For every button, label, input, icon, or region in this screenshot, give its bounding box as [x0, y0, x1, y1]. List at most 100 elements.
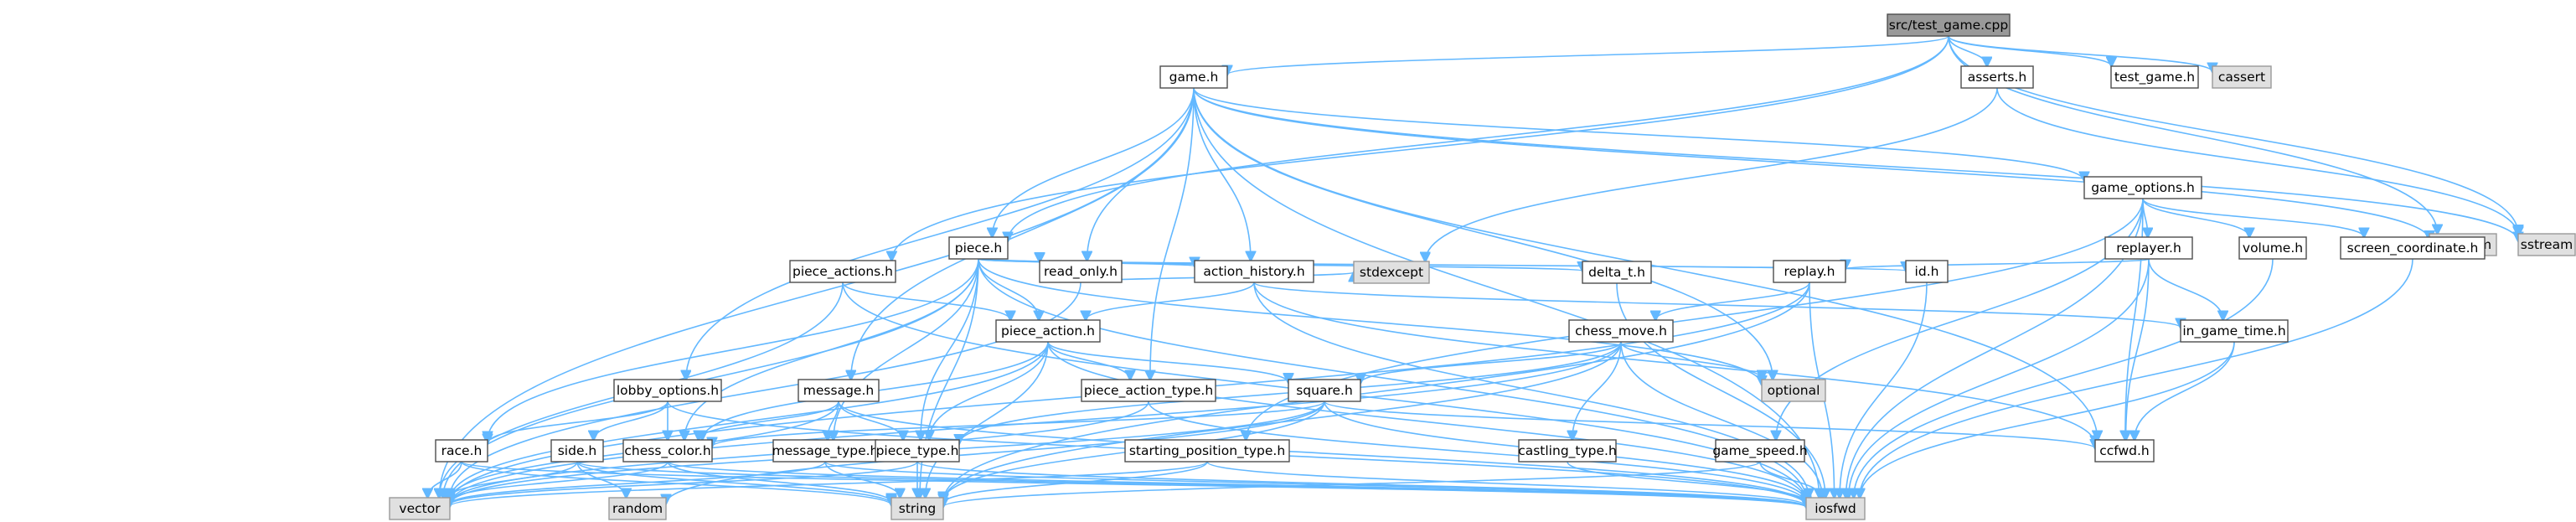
- node-volume-h[interactable]: volume.h: [2238, 236, 2307, 260]
- node-test-game-h[interactable]: test_game.h: [2110, 65, 2199, 89]
- node-box: [1518, 439, 1617, 463]
- node-piece-action-type-h[interactable]: piece_action_type.h: [1081, 379, 1216, 402]
- node-box: [622, 439, 713, 463]
- edge-action_history_h-to-piece_action_h: [1086, 282, 1255, 320]
- node-box: [1887, 13, 2011, 37]
- edge-piece_type_h-to-vector: [450, 461, 918, 505]
- node-race-h[interactable]: race.h: [435, 439, 488, 463]
- node-box: [1081, 379, 1216, 402]
- edge-message_h-to-iosfwd: [838, 401, 1806, 505]
- edge-test_game_cpp-to-piece_h: [1008, 35, 1949, 241]
- node-in-game-time-h[interactable]: in_game_time.h: [2180, 319, 2289, 343]
- node-box: [550, 439, 604, 463]
- node-screen-coordinate-h[interactable]: screen_coordinate.h: [2340, 236, 2486, 260]
- node-label: starting_position_type.h: [1129, 443, 1285, 459]
- node-sstream: sstream: [2517, 233, 2576, 256]
- node-chess-move-h[interactable]: chess_move.h: [1568, 319, 1674, 343]
- edge-replay_h-to-chess_move_h: [1655, 282, 1810, 320]
- edge-piece_action_h-to-string: [926, 341, 1049, 498]
- node-label: optional: [1768, 383, 1820, 398]
- node-game-options-h[interactable]: game_options.h: [2083, 176, 2202, 199]
- node-label: read_only.h: [1044, 264, 1118, 280]
- edge-piece_h-to-optional: [978, 258, 1762, 385]
- node-game-h[interactable]: game.h: [1159, 65, 1228, 89]
- edge-game_h-to-piece_action_type_h: [1150, 87, 1195, 380]
- node-optional: optional: [1761, 379, 1826, 402]
- node-ccfwd-h[interactable]: ccfwd.h: [2094, 439, 2155, 463]
- node-label: piece_actions.h: [792, 264, 893, 280]
- node-asserts-h[interactable]: asserts.h: [1960, 65, 2034, 89]
- node-iosfwd: iosfwd: [1805, 497, 1866, 520]
- node-action-history-h[interactable]: action_history.h: [1194, 260, 1314, 283]
- node-box: [1288, 379, 1361, 402]
- node-box: [2094, 439, 2155, 463]
- edge-message_type_h-to-string: [824, 461, 900, 498]
- node-message-type-h[interactable]: message_type.h: [772, 439, 879, 463]
- node-lobby-options-h[interactable]: lobby_options.h: [613, 379, 722, 402]
- node-box: [435, 439, 488, 463]
- node-label: asserts.h: [1968, 70, 2026, 85]
- edge-chess_move_h-to-castling_type_h: [1572, 341, 1622, 440]
- edge-read_only_h-to-vector: [450, 282, 1082, 498]
- node-replay-h[interactable]: replay.h: [1773, 260, 1846, 283]
- node-label: square.h: [1296, 383, 1353, 398]
- node-label: replay.h: [1784, 264, 1835, 279]
- node-castling-type-h[interactable]: castling_type.h: [1518, 439, 1617, 463]
- edge-game_speed_h-to-iosfwd: [1759, 461, 1821, 498]
- edge-asserts_h-to-stdexcept: [1425, 87, 1998, 261]
- edge-piece_action_h-to-iosfwd: [1047, 341, 1806, 502]
- node-read-only-h[interactable]: read_only.h: [1039, 260, 1123, 283]
- edge-game_h-to-optional: [1193, 87, 1773, 380]
- node-square-h[interactable]: square.h: [1288, 379, 1361, 402]
- edge-test_game_cpp-to-test_game_h: [1948, 35, 2111, 66]
- edge-action_history_h-to-ccfwd_h: [1253, 282, 2095, 445]
- edge-piece_actions_h-to-piece_action_h: [842, 282, 1010, 320]
- node-piece-h[interactable]: piece.h: [948, 236, 1009, 260]
- node-piece-type-h[interactable]: piece_type.h: [875, 439, 960, 463]
- edge-lobby_options_h-to-race_h: [488, 401, 669, 443]
- node-stdexcept: stdexcept: [1353, 261, 1430, 284]
- node-message-h[interactable]: message.h: [798, 379, 880, 402]
- node-box: [789, 260, 896, 283]
- node-label: lobby_options.h: [617, 383, 719, 399]
- node-id-h[interactable]: id.h: [1905, 260, 1949, 283]
- edge-replayer_h-to-replay_h: [1846, 258, 2150, 269]
- edge-piece_h-to-piece_action_h: [978, 258, 1039, 320]
- node-label: castling_type.h: [1518, 443, 1617, 459]
- edge-side_h-to-random: [576, 461, 626, 498]
- node-box: [875, 439, 960, 463]
- node-box: [2238, 236, 2307, 260]
- edge-action_history_h-to-in_game_time_h: [1253, 282, 2181, 328]
- node-box: [389, 497, 451, 520]
- node-label: replayer.h: [2116, 240, 2181, 256]
- edge-test_game_cpp-to-piece_actions_h: [891, 35, 1949, 261]
- node-box: [1568, 319, 1674, 343]
- node-label: test_game.h: [2114, 70, 2195, 85]
- edge-replayer_h-to-iosfwd: [1849, 258, 2150, 498]
- node-piece-action-h[interactable]: piece_action.h: [995, 319, 1101, 343]
- edge-test_game_cpp-to-asserts_h: [1948, 35, 1987, 66]
- edge-asserts_h-to-sstream: [1996, 87, 2518, 236]
- node-box: [1039, 260, 1123, 283]
- node-game-speed-h[interactable]: game_speed.h: [1712, 439, 1808, 463]
- node-label: chess_color.h: [624, 443, 710, 459]
- node-box: [2110, 65, 2199, 89]
- node-label: src/test_game.cpp: [1889, 18, 2008, 34]
- node-test-game-cpp[interactable]: src/test_game.cpp: [1887, 13, 2011, 37]
- edge-game_h-to-vector: [439, 87, 1195, 498]
- node-label: screen_coordinate.h: [2347, 240, 2479, 256]
- node-piece-actions-h[interactable]: piece_actions.h: [789, 260, 896, 283]
- node-layer: src/test_game.cpp game.h asserts.h test_gam…: [389, 13, 2576, 520]
- node-starting-position-type-h[interactable]: starting_position_type.h: [1124, 439, 1290, 463]
- edge-game_h-to-iosfwd: [1193, 87, 1820, 498]
- edge-race_h-to-vector: [427, 461, 462, 498]
- edge-chess_color_h-to-vector: [450, 461, 669, 502]
- node-label: iosfwd: [1815, 501, 1856, 516]
- node-replayer-h[interactable]: replayer.h: [2104, 236, 2193, 260]
- node-chess-color-h[interactable]: chess_color.h: [622, 439, 713, 463]
- edge-game_h-to-action_history_h: [1193, 87, 1251, 261]
- node-delta-t-h[interactable]: delta_t.h: [1582, 261, 1652, 284]
- edge-message_h-to-chess_color_h: [699, 401, 839, 440]
- node-side-h[interactable]: side.h: [550, 439, 604, 463]
- node-label: piece.h: [955, 240, 1003, 256]
